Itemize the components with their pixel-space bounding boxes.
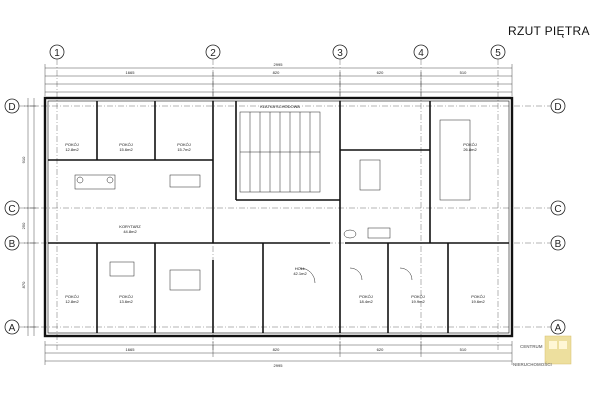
axis-1: 1 [49, 44, 65, 350]
axis-5: 5 [490, 44, 506, 350]
room-7-name: POKÓJ [65, 294, 79, 299]
room-5-area: 26.8m2 [463, 147, 477, 152]
top-dimension-chain [44, 64, 513, 96]
bottom-overall-dim: 2995 [274, 363, 284, 368]
axis-1-label: 1 [54, 48, 60, 59]
room-9-area: 42.1m2 [293, 271, 307, 276]
watermark-logo: CENTRUM NIERUCHOMOŚCI [513, 335, 572, 367]
room-labels: POKÓJ 12.8m2 POKÓJ 15.6m2 POKÓJ 15.7m2 K… [65, 104, 485, 304]
axis-A: A A [4, 319, 566, 335]
axis-C-label-right: C [554, 204, 561, 215]
fixtures [74, 119, 471, 291]
top-dim-2: 820 [273, 70, 280, 75]
axis-2-label: 2 [210, 48, 216, 59]
room-10-name: POKÓJ [359, 294, 373, 299]
room-12-area: 19.6m2 [471, 299, 485, 304]
bottom-dim-3: 620 [377, 347, 384, 352]
logo-line-2: NIERUCHOMOŚCI [513, 361, 552, 367]
left-dim-2: 250 [21, 222, 26, 229]
axis-C: C C [4, 200, 566, 216]
outer-walls [43, 96, 514, 338]
axis-D-label-right: D [554, 102, 561, 113]
top-dim-4: 510 [460, 70, 467, 75]
bottom-dim-4: 510 [460, 347, 467, 352]
axis-4-label: 4 [418, 48, 424, 59]
interior-walls [48, 101, 509, 333]
room-2-name: POKÓJ [119, 142, 133, 147]
axis-C-label-left: C [8, 204, 15, 215]
top-dim-3: 620 [377, 70, 384, 75]
room-3-name: POKÓJ [177, 142, 191, 147]
axis-3-label: 3 [337, 48, 343, 59]
axis-B-label-left: B [9, 239, 16, 250]
bottom-dim-2: 820 [273, 347, 280, 352]
left-dim-1: 910 [21, 156, 26, 163]
logo-line-1: CENTRUM [520, 344, 543, 349]
column-axes: 1 2 3 4 5 [49, 44, 506, 350]
room-9-name: HOLL [295, 266, 306, 271]
room-6-name: KORYTARZ [119, 224, 141, 229]
left-dim-3: 870 [21, 281, 26, 288]
axis-A-label-right: A [555, 323, 562, 334]
axis-4: 4 [413, 44, 429, 350]
room-11-name: POKÓJ [411, 294, 425, 299]
bottom-dimension-chain [44, 341, 513, 365]
row-axes: D D C C B B A [4, 98, 566, 335]
bottom-dim-1: 1665 [126, 347, 136, 352]
room-2-area: 15.6m2 [119, 147, 133, 152]
room-1-name: POKÓJ [65, 142, 79, 147]
room-4-name: KLATKA SCHODOWA [260, 104, 300, 109]
axis-B-label-right: B [555, 239, 562, 250]
top-overall-dim: 2995 [274, 62, 284, 67]
room-8-name: POKÓJ [119, 294, 133, 299]
axis-A-label-left: A [9, 323, 16, 334]
left-dimension-chain [24, 98, 38, 336]
room-5-name: POKÓJ [463, 142, 477, 147]
drawing-title: RZUT PIĘTRA [508, 24, 590, 38]
axis-D: D D [4, 98, 566, 114]
room-1-area: 12.8m2 [65, 147, 79, 152]
top-dim-1: 1665 [126, 70, 136, 75]
room-7-area: 12.8m2 [65, 299, 79, 304]
room-12-name: POKÓJ [471, 294, 485, 299]
room-10-area: 18.4m2 [359, 299, 373, 304]
axis-D-label-left: D [8, 102, 15, 113]
room-11-area: 19.9m2 [411, 299, 425, 304]
room-8-area: 13.6m2 [119, 299, 133, 304]
room-3-area: 15.7m2 [177, 147, 191, 152]
room-6-area: 44.8m2 [123, 229, 137, 234]
staircase [239, 111, 321, 193]
axis-5-label: 5 [495, 48, 501, 59]
